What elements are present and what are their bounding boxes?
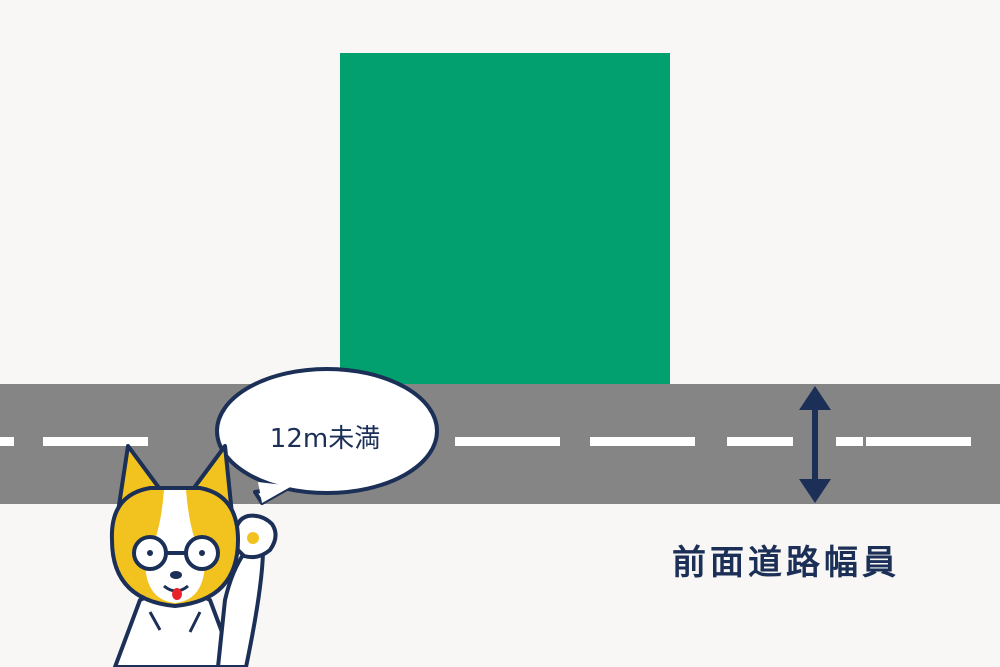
- road-width-label: 前面道路幅員: [672, 543, 900, 583]
- building-plot: [340, 53, 670, 385]
- lane-markings: [0, 437, 971, 446]
- speech-bubble: [215, 367, 439, 505]
- double-arrow-icon: [799, 386, 831, 503]
- speech-bubble-text: 12m未満: [269, 424, 381, 454]
- mascot-icon: [109, 444, 278, 667]
